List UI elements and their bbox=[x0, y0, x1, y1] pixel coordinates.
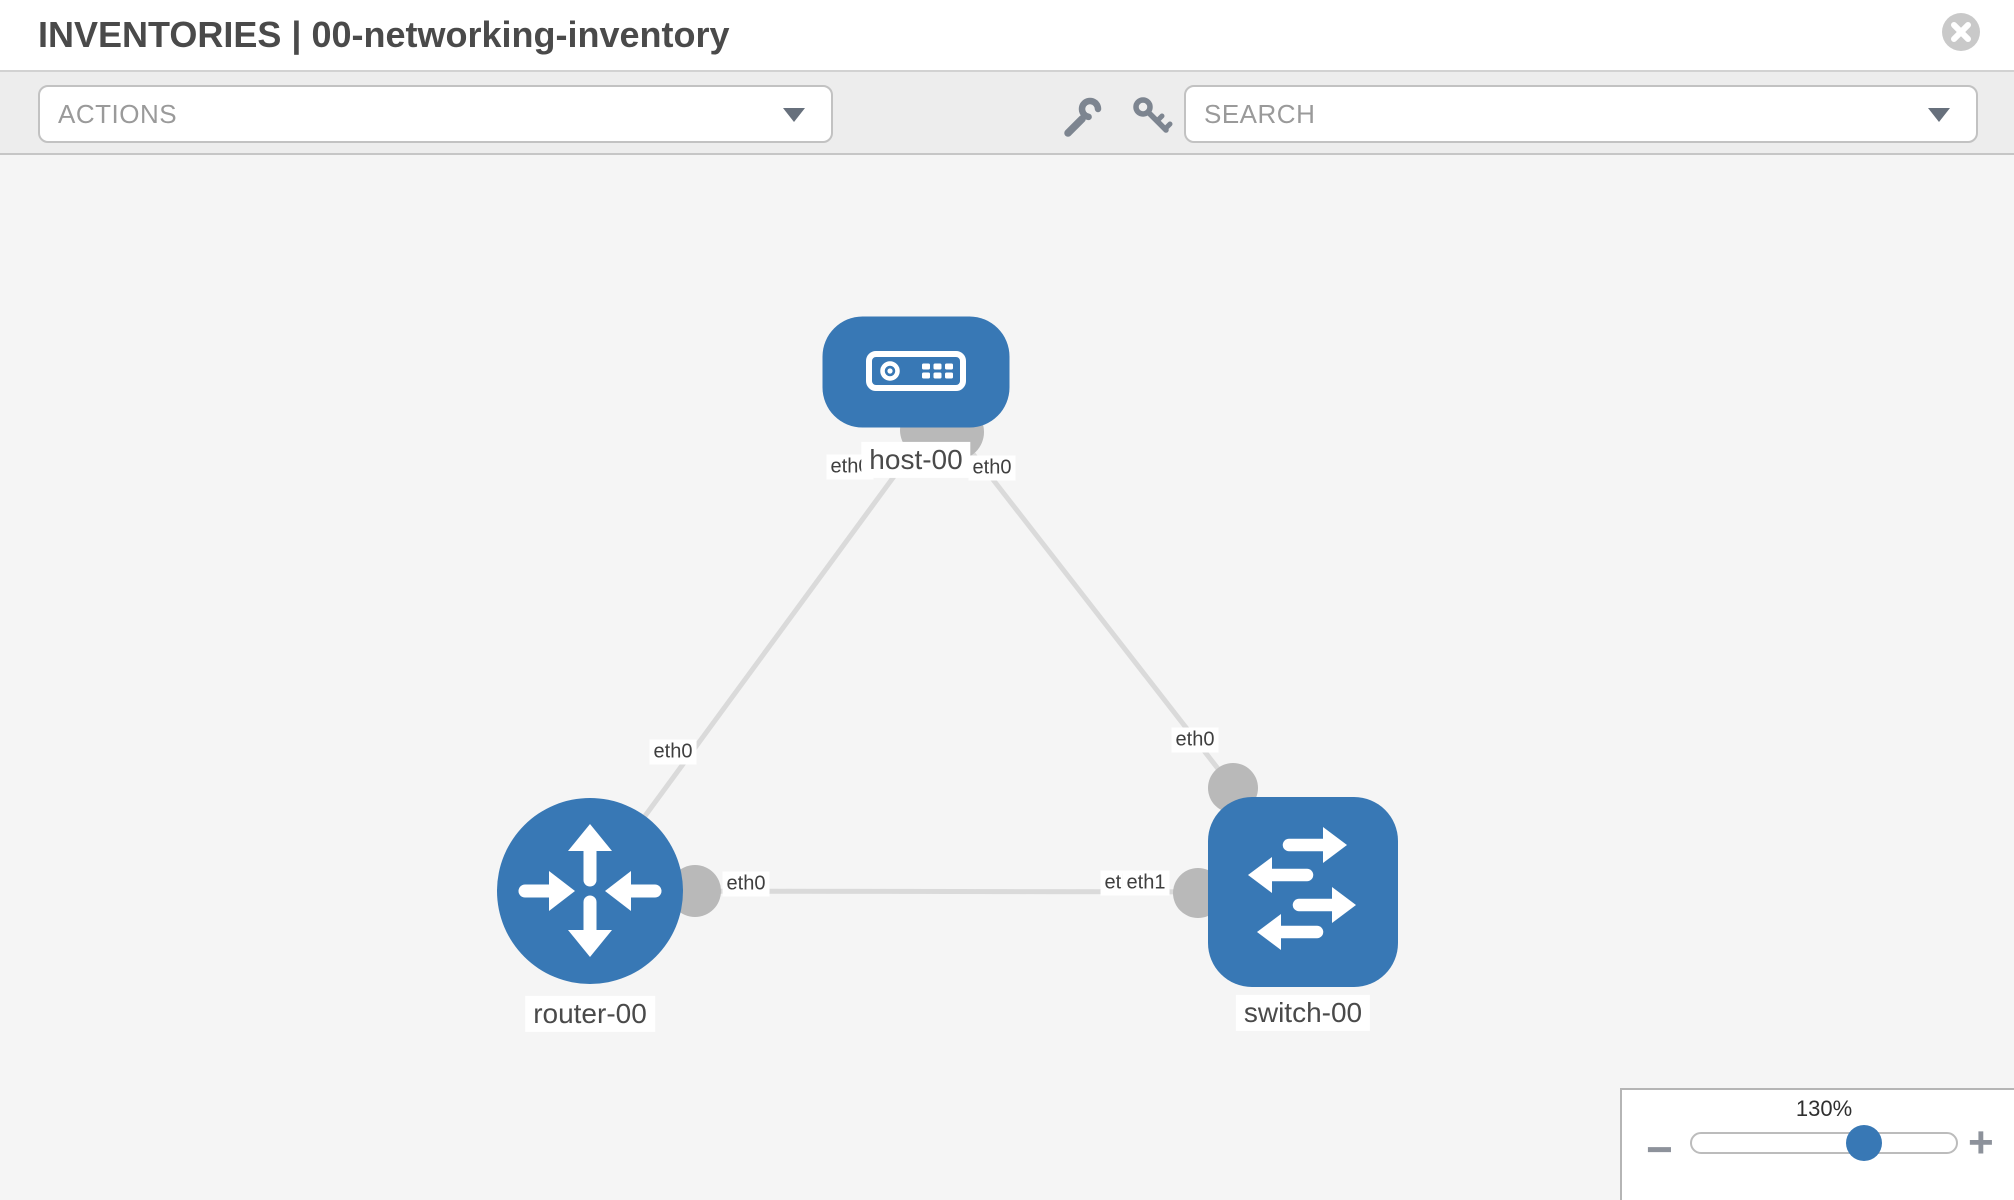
chevron-down-icon bbox=[1928, 108, 1950, 122]
actions-dropdown[interactable]: ACTIONS bbox=[38, 85, 833, 143]
zoom-slider[interactable] bbox=[1690, 1125, 1958, 1161]
key-icon bbox=[1133, 97, 1173, 133]
close-icon bbox=[1942, 13, 1980, 51]
link-line[interactable] bbox=[954, 430, 1235, 790]
switch-icon bbox=[1248, 827, 1356, 950]
configure-button[interactable] bbox=[1059, 94, 1107, 142]
zoom-panel: 130% − + bbox=[1620, 1088, 2014, 1200]
wrench-icon bbox=[1064, 97, 1102, 137]
actions-label: ACTIONS bbox=[58, 98, 178, 129]
close-button[interactable] bbox=[1941, 12, 1981, 52]
chevron-down-icon bbox=[783, 108, 805, 122]
node-host-00[interactable] bbox=[822, 316, 1010, 428]
zoom-out-button[interactable]: − bbox=[1646, 1123, 1673, 1175]
zoom-in-button[interactable]: + bbox=[1968, 1118, 1994, 1167]
link-line[interactable] bbox=[587, 428, 931, 893]
header: INVENTORIES | 00-networking-inventory bbox=[0, 0, 2014, 72]
zoom-slider-thumb[interactable] bbox=[1845, 1125, 1882, 1161]
search-dropdown[interactable]: SEARCH bbox=[1184, 85, 1978, 143]
page-title: INVENTORIES | 00-networking-inventory bbox=[38, 14, 730, 55]
node-router-00[interactable] bbox=[497, 798, 683, 984]
credentials-button[interactable] bbox=[1128, 94, 1176, 142]
search-label: SEARCH bbox=[1204, 98, 1316, 129]
zoom-percent: 130% bbox=[1795, 1096, 1853, 1121]
router-icon bbox=[518, 824, 662, 957]
node-switch-00[interactable] bbox=[1208, 797, 1398, 987]
toolbar: ACTIONS SEARCH bbox=[0, 72, 2014, 155]
topology-svg bbox=[497, 316, 1398, 987]
host-icon bbox=[866, 351, 966, 391]
